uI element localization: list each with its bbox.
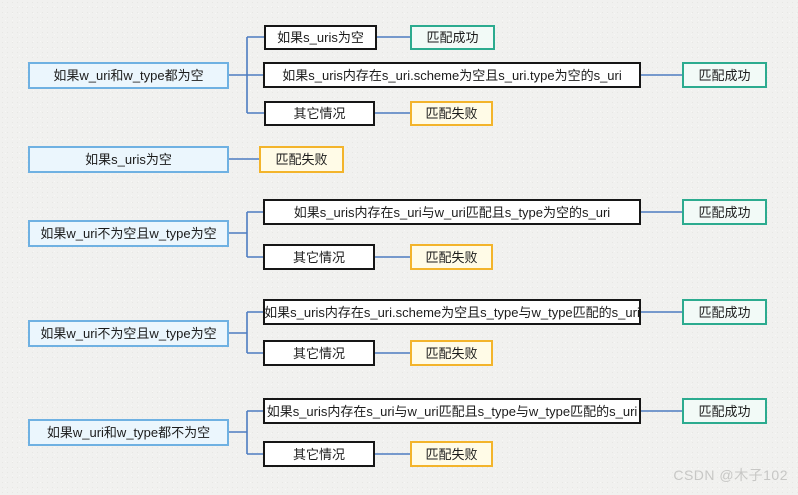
condition-node-1: 如果w_uri和w_type都为空 <box>28 62 229 89</box>
result-fail-node-3b: 匹配失败 <box>410 244 493 270</box>
connector-line <box>375 211 682 258</box>
branch-node-1c: 其它情况 <box>264 101 375 126</box>
condition-node-4: 如果w_uri不为空且w_type为空 <box>28 320 229 347</box>
result-fail-node-5b: 匹配失败 <box>410 441 493 467</box>
condition-node-5: 如果w_uri和w_type都不为空 <box>28 419 229 446</box>
branch-node-3b: 其它情况 <box>263 244 375 270</box>
result-success-node-1b: 匹配成功 <box>682 62 767 88</box>
branch-node-5a: 如果s_uris内存在s_uri与w_uri匹配且s_type与w_type匹配… <box>263 398 641 424</box>
result-success-node-4a: 匹配成功 <box>682 299 767 325</box>
condition-node-3: 如果w_uri不为空且w_type为空 <box>28 220 229 247</box>
connector-line <box>229 211 263 258</box>
branch-node-4b: 其它情况 <box>263 340 375 366</box>
result-success-node-3a: 匹配成功 <box>682 199 767 225</box>
result-fail-node-1c: 匹配失败 <box>410 101 493 126</box>
connector-line <box>375 311 682 354</box>
connector-line <box>375 36 682 114</box>
csdn-watermark: CSDN @木子102 <box>673 467 788 483</box>
connector-line <box>375 410 682 455</box>
connector-line <box>229 36 264 114</box>
result-fail-node-4b: 匹配失败 <box>410 340 493 366</box>
connector-line <box>229 311 263 354</box>
condition-node-2: 如果s_uris为空 <box>28 146 229 173</box>
branch-node-1b: 如果s_uris内存在s_uri.scheme为空且s_uri.type为空的s… <box>263 62 641 88</box>
result-success-node-1a: 匹配成功 <box>410 25 495 50</box>
connector-line <box>229 410 263 455</box>
branch-node-5b: 其它情况 <box>263 441 375 467</box>
branch-node-4a: 如果s_uris内存在s_uri.scheme为空且s_type与w_type匹… <box>263 299 641 325</box>
result-success-node-5a: 匹配成功 <box>682 398 767 424</box>
result-fail-node-2: 匹配失败 <box>259 146 344 173</box>
branch-node-1a: 如果s_uris为空 <box>264 25 377 50</box>
branch-node-3a: 如果s_uris内存在s_uri与w_uri匹配且s_type为空的s_uri <box>263 199 641 225</box>
